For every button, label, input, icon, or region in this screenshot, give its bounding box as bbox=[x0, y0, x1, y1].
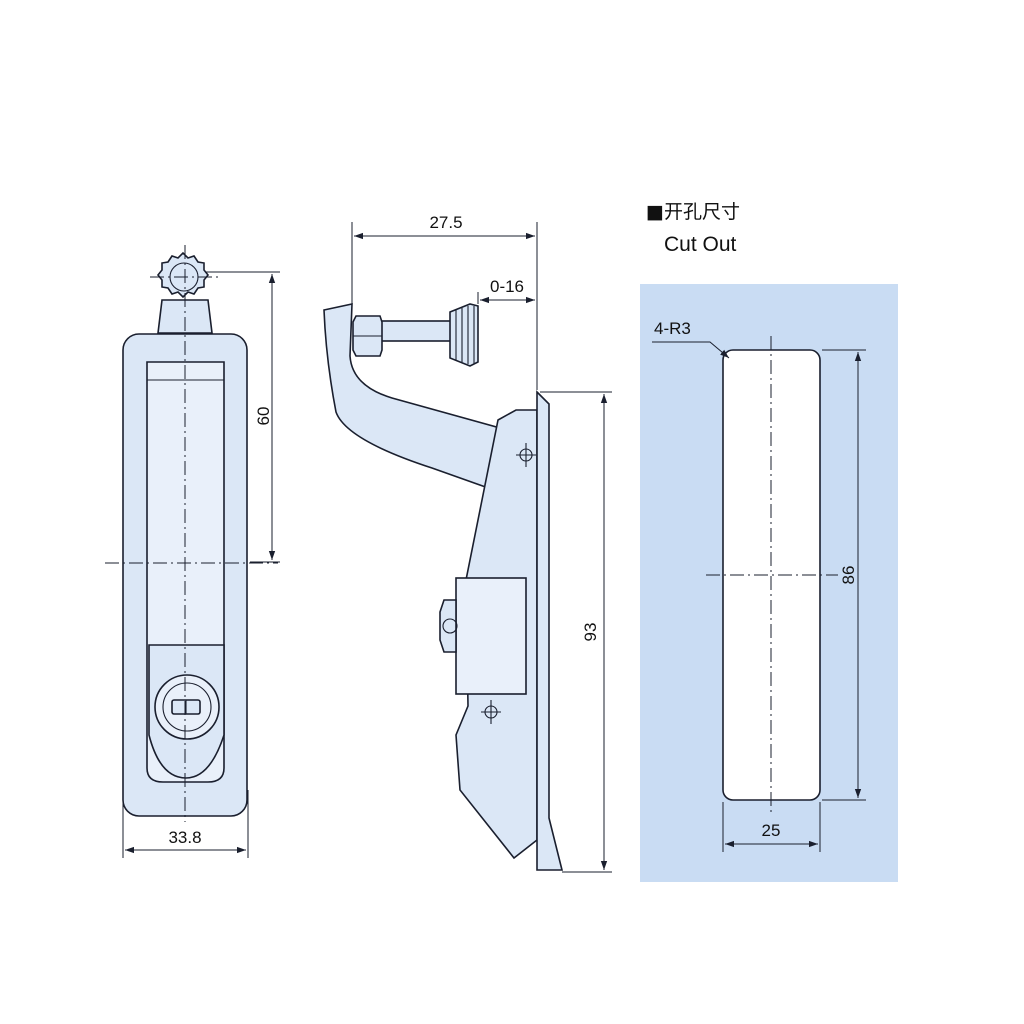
side-adjust-screw bbox=[352, 303, 479, 367]
screw-shaft bbox=[375, 320, 453, 342]
front-height-dimension: 60 bbox=[254, 407, 273, 426]
thumb-knob bbox=[449, 303, 479, 367]
cut-out-title-en: Cut Out bbox=[664, 233, 737, 256]
side-height-dimension: 93 bbox=[581, 623, 600, 642]
side-lever-arm bbox=[323, 303, 501, 492]
cut-out-width-dimension: 25 bbox=[762, 821, 781, 840]
cut-out-title-cn: ■开孔尺寸 bbox=[646, 201, 740, 223]
side-view: 27.5 0-16 93 bbox=[323, 213, 612, 873]
front-width-dimension: 33.8 bbox=[168, 828, 201, 847]
cut-out-view: ■开孔尺寸 Cut Out 4-R3 86 25 bbox=[640, 201, 898, 882]
mounting-hole-upper bbox=[516, 443, 536, 467]
cut-out-height-dimension: 86 bbox=[839, 566, 858, 585]
side-adjust-dimension: 0-16 bbox=[490, 277, 524, 296]
side-flange bbox=[536, 390, 564, 871]
side-cam-block bbox=[455, 577, 527, 695]
front-view: 60 33.8 bbox=[105, 245, 280, 858]
mounting-hole-lower bbox=[481, 700, 501, 724]
radius-label: 4-R3 bbox=[654, 319, 691, 338]
side-top-dimension: 27.5 bbox=[429, 213, 462, 232]
front-knob bbox=[156, 251, 213, 334]
cam-nut bbox=[439, 599, 457, 653]
